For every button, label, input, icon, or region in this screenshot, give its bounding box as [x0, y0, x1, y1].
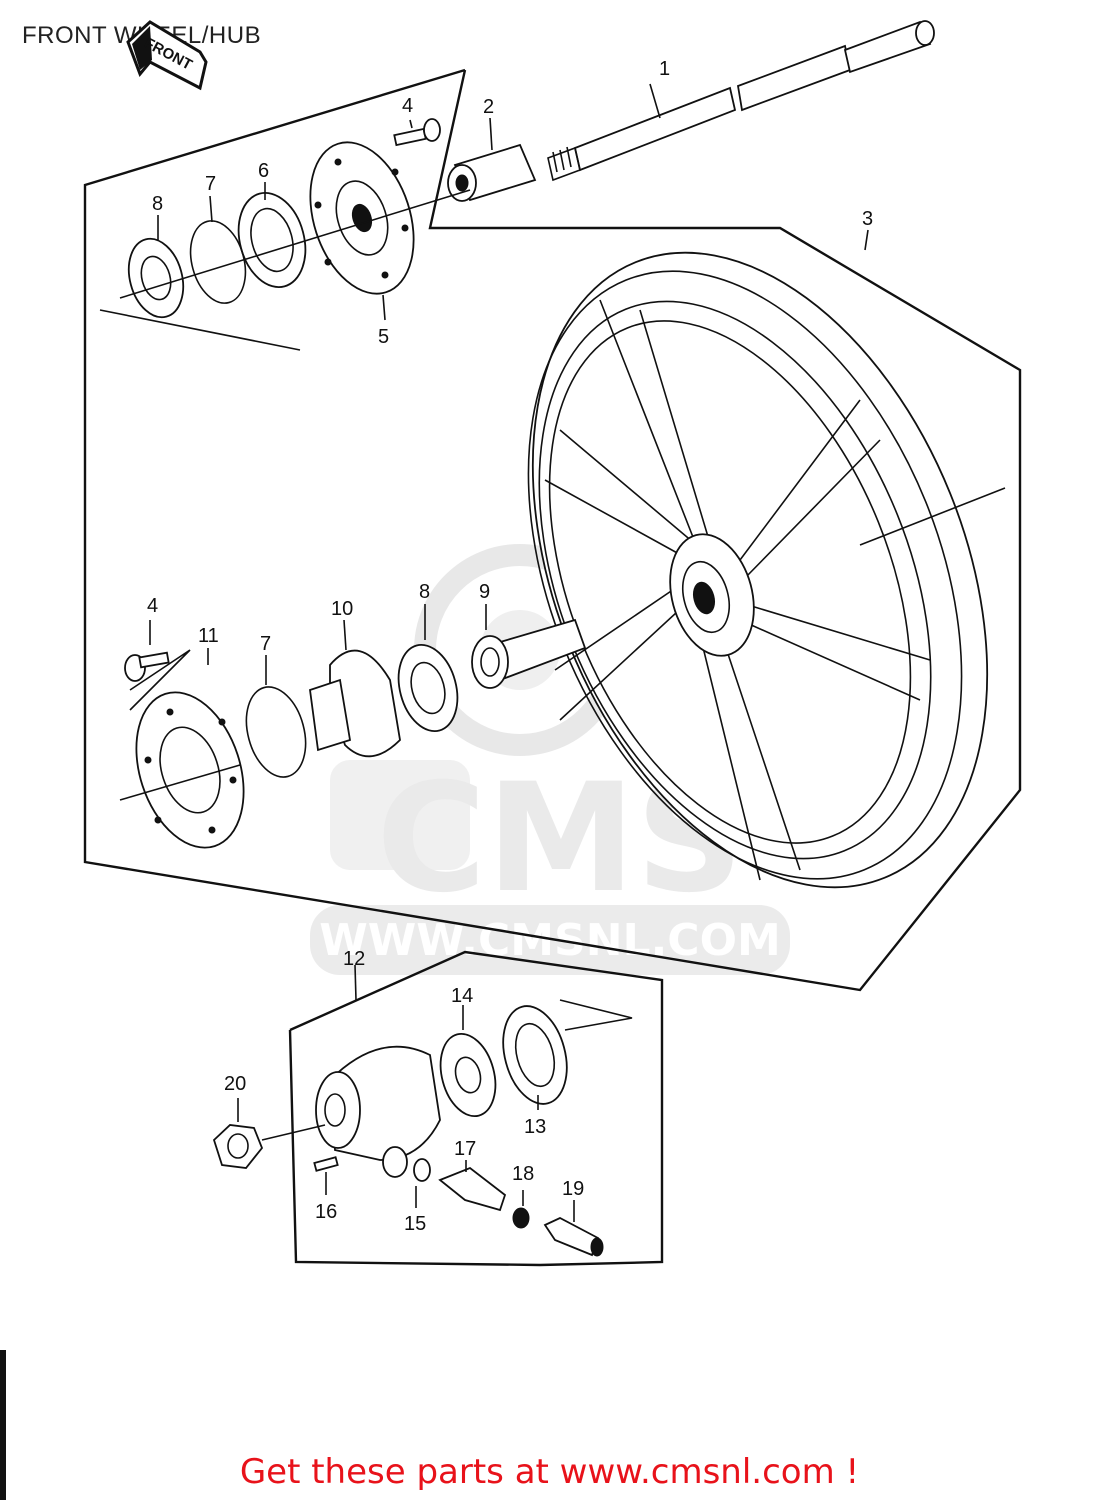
- spacer-part: [447, 117, 537, 202]
- pin-16-part: [313, 1156, 339, 1195]
- part-label: 20: [224, 1073, 246, 1095]
- part-label: 10: [331, 598, 353, 620]
- speedo-gearbox-part: [315, 964, 441, 1161]
- seal-10-part: [309, 619, 401, 758]
- bearing-8-upper-part: [127, 215, 185, 319]
- part-label: 12: [343, 948, 365, 970]
- part-label: 6: [258, 160, 269, 182]
- part-label: 1: [659, 58, 670, 80]
- bolt-lower-part: [124, 620, 209, 682]
- footer-link-text[interactable]: Get these parts at www.cmsnl.com !: [239, 1452, 860, 1492]
- pinion-17-part: [438, 1160, 507, 1212]
- drive-gear-14-part: [439, 1005, 497, 1118]
- margin-mark: [0, 1350, 6, 1500]
- part-label: 5: [378, 326, 389, 348]
- nut-20-part: [212, 1098, 326, 1169]
- fitting-19-part: [543, 1200, 604, 1257]
- part-label: 19: [562, 1178, 584, 1200]
- watermark-url: WWW.CMSNL.COM: [319, 915, 781, 966]
- axis-line-upper: [99, 189, 471, 351]
- part-label: 3: [862, 208, 873, 230]
- part-label: 8: [152, 193, 163, 215]
- bushing-part: [382, 1146, 408, 1178]
- circlip-upper-part: [189, 195, 247, 304]
- part-label: 13: [524, 1116, 546, 1138]
- part-label: 18: [512, 1163, 534, 1185]
- axle-part: [547, 20, 935, 182]
- front-arrow-icon: FRONT: [126, 20, 208, 91]
- part-label: 15: [404, 1213, 426, 1235]
- bearing-upper-part: [237, 182, 307, 288]
- washer-18-part: [512, 1190, 530, 1229]
- seal-13-part: [502, 999, 633, 1110]
- part-label: 8: [419, 581, 430, 603]
- part-labels: 1 2 3 4 4 5 6 7 7 8 8 9 10 11 12 13 14 1…: [147, 58, 873, 1235]
- bearing-8-lower-part: [397, 604, 459, 733]
- part-label: 4: [147, 595, 158, 617]
- hub-flange-part: [309, 141, 415, 321]
- part-label: 16: [315, 1201, 337, 1223]
- circlip-lower-part: [245, 655, 307, 778]
- flange-lower-part: [119, 649, 245, 849]
- part-label: 7: [260, 633, 271, 655]
- part-label: 4: [402, 95, 413, 117]
- part-label: 7: [205, 173, 216, 195]
- washer-15-part: [413, 1158, 431, 1208]
- part-label: 14: [451, 985, 473, 1007]
- upper-assembly-outline: [83, 68, 1022, 992]
- hub-assembly-outline: [288, 950, 664, 1267]
- wheel-spokes: [544, 299, 931, 881]
- part-label: 2: [483, 96, 494, 118]
- part-label: 11: [198, 625, 219, 647]
- wheel-part: [527, 229, 1006, 889]
- bolt-upper-part: [393, 118, 441, 147]
- spacer-9-part: [471, 604, 587, 689]
- part-label: 17: [454, 1138, 476, 1160]
- part-label: 9: [479, 581, 490, 603]
